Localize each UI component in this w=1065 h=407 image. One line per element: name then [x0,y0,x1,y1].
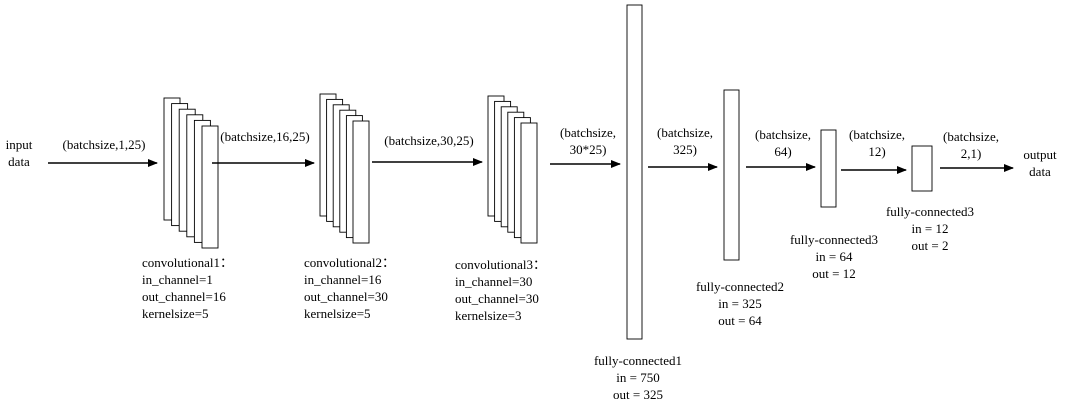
fc3a-description: fully-connected3 in = 64 out = 12 [774,231,894,282]
conv1-description-line: out_channel=16 [142,289,226,304]
shape-label-line: (batchsize,16,25) [220,129,310,144]
shape-label: (batchsize,1,25) [52,136,156,153]
fc2-description: fully-connected2 in = 325 out = 64 [680,278,800,329]
shape-label: (batchsize, 64) [744,126,822,160]
conv3-stack-sheet [520,122,538,244]
fc3a-description-line: out = 12 [812,266,856,281]
input-label-line: data [8,154,30,169]
conv1-description: convolutional1： in_channel=1 out_channel… [142,254,233,322]
conv2-stack-sheet [352,120,370,244]
conv3-stack [487,95,538,244]
conv3-description-line: kernelsize=3 [455,308,522,323]
fc3b-description-line: in = 12 [911,221,949,236]
shape-label-line: (batchsize, [657,125,713,140]
fc3a-description-line: in = 64 [815,249,853,264]
conv-stacks [163,93,538,249]
output-label-line: data [1029,164,1051,179]
fc1-description-line: in = 750 [616,370,660,385]
conv2-description-line: out_channel=30 [304,289,388,304]
conv1-description-line: kernelsize=5 [142,306,209,321]
shape-label-line: (batchsize, [755,127,811,142]
fc3a-bar [820,129,837,208]
shape-label-line: 30*25) [569,142,607,157]
conv1-description-line: in_channel=1 [142,272,213,287]
shape-label-line: (batchsize, [560,125,616,140]
shape-label: (batchsize,16,25) [206,128,324,145]
fc3a-description-line: fully-connected3 [789,232,879,247]
conv2-description: convolutional2： in_channel=16 out_channe… [304,254,395,322]
conv3-description-line: out_channel=30 [455,291,539,306]
conv2-description-line: kernelsize=5 [304,306,371,321]
shape-label: (batchsize, 12) [838,126,916,160]
conv2-description-line: convolutional2： [304,255,395,270]
shape-label: (batchsize, 2,1) [932,128,1010,162]
fc-bars [626,4,933,340]
conv2-description-line: in_channel=16 [304,272,382,287]
fc1-description: fully-connected1 in = 750 out = 325 [578,352,698,403]
shape-label: (batchsize, 325) [646,124,724,158]
shape-label: (batchsize,30,25) [370,132,488,149]
fc2-description-line: fully-connected2 [695,279,785,294]
arrows [48,158,1014,174]
shape-label-line: (batchsize, [943,129,999,144]
fc1-bar [626,4,643,340]
fc3b-description-line: out = 2 [911,238,949,253]
fc1-description-line: fully-connected1 [593,353,683,368]
fc2-bar [723,89,740,261]
conv2-stack [319,93,370,244]
conv3-description: convolutional3： in_channel=30 out_channe… [455,256,546,324]
shape-label: (batchsize, 30*25) [548,124,628,158]
fc3b-description-line: fully-connected3 [885,204,975,219]
shape-label-line: 64) [774,144,792,159]
shape-label-line: (batchsize,1,25) [62,137,146,152]
conv1-description-line: convolutional1： [142,255,233,270]
fc1-description-line: out = 325 [613,387,663,402]
output-label-line: output [1023,147,1057,162]
shape-label-line: (batchsize, [849,127,905,142]
conv1-stack-sheet [201,125,219,249]
conv1-stack [163,97,219,249]
input-label-line: input [5,137,33,152]
fc2-description-line: in = 325 [718,296,762,311]
shape-label-line: 325) [673,142,697,157]
fc2-description-line: out = 64 [718,313,762,328]
shape-label-line: 2,1) [960,146,982,161]
input-label: input data [2,136,36,170]
conv3-description-line: in_channel=30 [455,274,533,289]
shape-label-line: 12) [868,144,886,159]
conv3-description-line: convolutional3： [455,257,546,272]
output-label: output data [1016,146,1064,180]
shape-label-line: (batchsize,30,25) [384,133,474,148]
fc3b-bar [911,145,933,192]
fc3b-description: fully-connected3 in = 12 out = 2 [870,203,990,254]
